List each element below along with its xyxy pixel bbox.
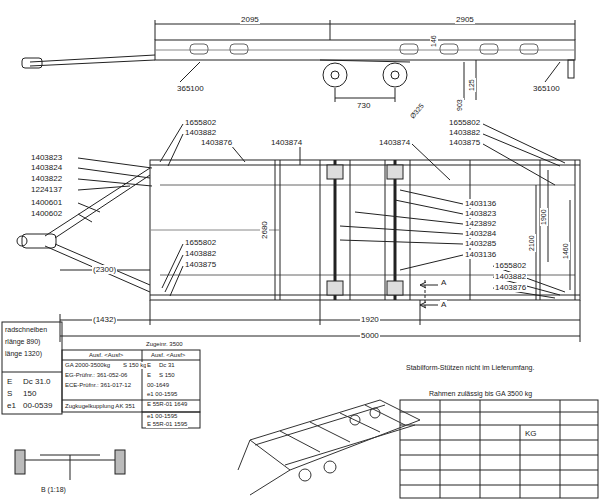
drawing-text: GA 2000-3500kg xyxy=(64,362,111,369)
drawing-text: Zugeinr. 3500 xyxy=(145,341,184,348)
drawing-text: S 150 xyxy=(158,372,176,379)
drawing-text: E 55R-01 1595 xyxy=(146,421,188,428)
drawing-text: S 150 kg xyxy=(122,362,148,369)
callout-number: 1403882 xyxy=(184,249,217,258)
callout-number: 1403136 xyxy=(464,199,497,208)
drawing-text: Dc 31.0 xyxy=(22,377,52,386)
drawing-text: E xyxy=(146,362,152,369)
drawing-text: rlänge 890) xyxy=(4,338,41,346)
callout-number: 1403136 xyxy=(464,250,497,259)
drawing-text: (1432) xyxy=(92,315,117,324)
callout-number: 1403875 xyxy=(184,260,217,269)
drawing-text: 5000 xyxy=(360,331,380,340)
drawing-text: Ausf. <Ausf> xyxy=(88,352,124,359)
callout-number: 1403876 xyxy=(200,138,233,147)
drawing-text: KG xyxy=(524,429,538,438)
drawing-text: Rahmen zulässig bis GA 3500 kg xyxy=(428,390,533,398)
drawing-text: S xyxy=(6,389,13,398)
drawing-text: 1920 xyxy=(360,315,380,324)
callout-number: 1224137 xyxy=(30,185,63,194)
drawing-text: 2095 xyxy=(240,15,260,24)
callout-number: 1403876 xyxy=(494,283,527,292)
drawing-text: ECE-Prüfnr.: 361-017-12 xyxy=(64,382,132,389)
callout-number: 1403874 xyxy=(270,138,303,147)
drawing-text: Ausf. <Ausf> xyxy=(150,352,186,359)
callout-number: 1655802 xyxy=(494,261,527,270)
callout-number: 1403823 xyxy=(30,153,63,162)
drawing-text: A xyxy=(440,278,447,287)
drawing-text: 365100 xyxy=(176,84,205,93)
drawing-text: 2680 xyxy=(260,220,269,240)
callout-number: 1655802 xyxy=(184,118,217,127)
drawing-text: länge 1320) xyxy=(4,350,43,358)
drawing-text: 730 xyxy=(356,101,371,110)
drawing-text: B (1:18) xyxy=(40,486,67,494)
drawing-text: 00-0539 xyxy=(22,401,53,410)
callout-number: 1403823 xyxy=(464,209,497,218)
drawing-text: 365100 xyxy=(532,84,561,93)
callout-number: 1400602 xyxy=(30,209,63,218)
drawing-text: e1 00-1595 xyxy=(146,413,178,420)
drawing-text: Dc 31 xyxy=(158,362,176,369)
callout-number: 1403882 xyxy=(448,128,481,137)
callout-number: 1423892 xyxy=(464,219,497,228)
drawing-text: 125 xyxy=(468,78,476,92)
drawing-text: 1900 xyxy=(540,208,548,226)
drawing-text: 00-1649 xyxy=(146,382,170,389)
drawing-text: A xyxy=(440,300,447,309)
drawing-text: e1 xyxy=(6,401,17,410)
drawing-text: 150 xyxy=(22,389,37,398)
drawing-text: E xyxy=(146,372,152,379)
callout-number: 1655802 xyxy=(448,118,481,127)
callout-number: 1403824 xyxy=(30,163,63,172)
drawing-text: Ø325 xyxy=(408,101,426,121)
drawing-text: 2100 xyxy=(528,234,536,252)
drawing-text: 146 xyxy=(430,34,438,48)
callout-number: 1403874 xyxy=(378,138,411,147)
drawing-text: Zugkugelkupplung AK 351 xyxy=(64,403,136,410)
callout-number: 1655802 xyxy=(184,238,217,247)
drawing-text: 1460 xyxy=(562,242,570,260)
drawing-text: radschneiben xyxy=(4,326,48,334)
callout-number: 1403285 xyxy=(464,239,497,248)
drawing-text: E xyxy=(6,377,13,386)
drawing-text: Stabilform-Stützen nicht im Lieferumfang… xyxy=(405,364,535,372)
drawing-text: E 55R-01 1649 xyxy=(146,401,188,408)
callout-number: 1403882 xyxy=(184,128,217,137)
callout-number: 1403822 xyxy=(30,174,63,183)
callout-number: 1403284 xyxy=(464,229,497,238)
callout-number: 1403882 xyxy=(494,272,527,281)
callout-number: 1400601 xyxy=(30,198,63,207)
drawing-text: (2300) xyxy=(92,265,117,274)
drawing-text: 2905 xyxy=(455,15,475,24)
side-frame xyxy=(155,40,575,60)
drawing-text: e1 00-1595 xyxy=(146,391,178,398)
drawing-text: 903 xyxy=(456,98,464,112)
drawing-text: EG-Prüfnr.: 361-052-06 xyxy=(64,372,128,379)
plan-frame xyxy=(150,160,580,300)
callout-number: 1403875 xyxy=(448,138,481,147)
